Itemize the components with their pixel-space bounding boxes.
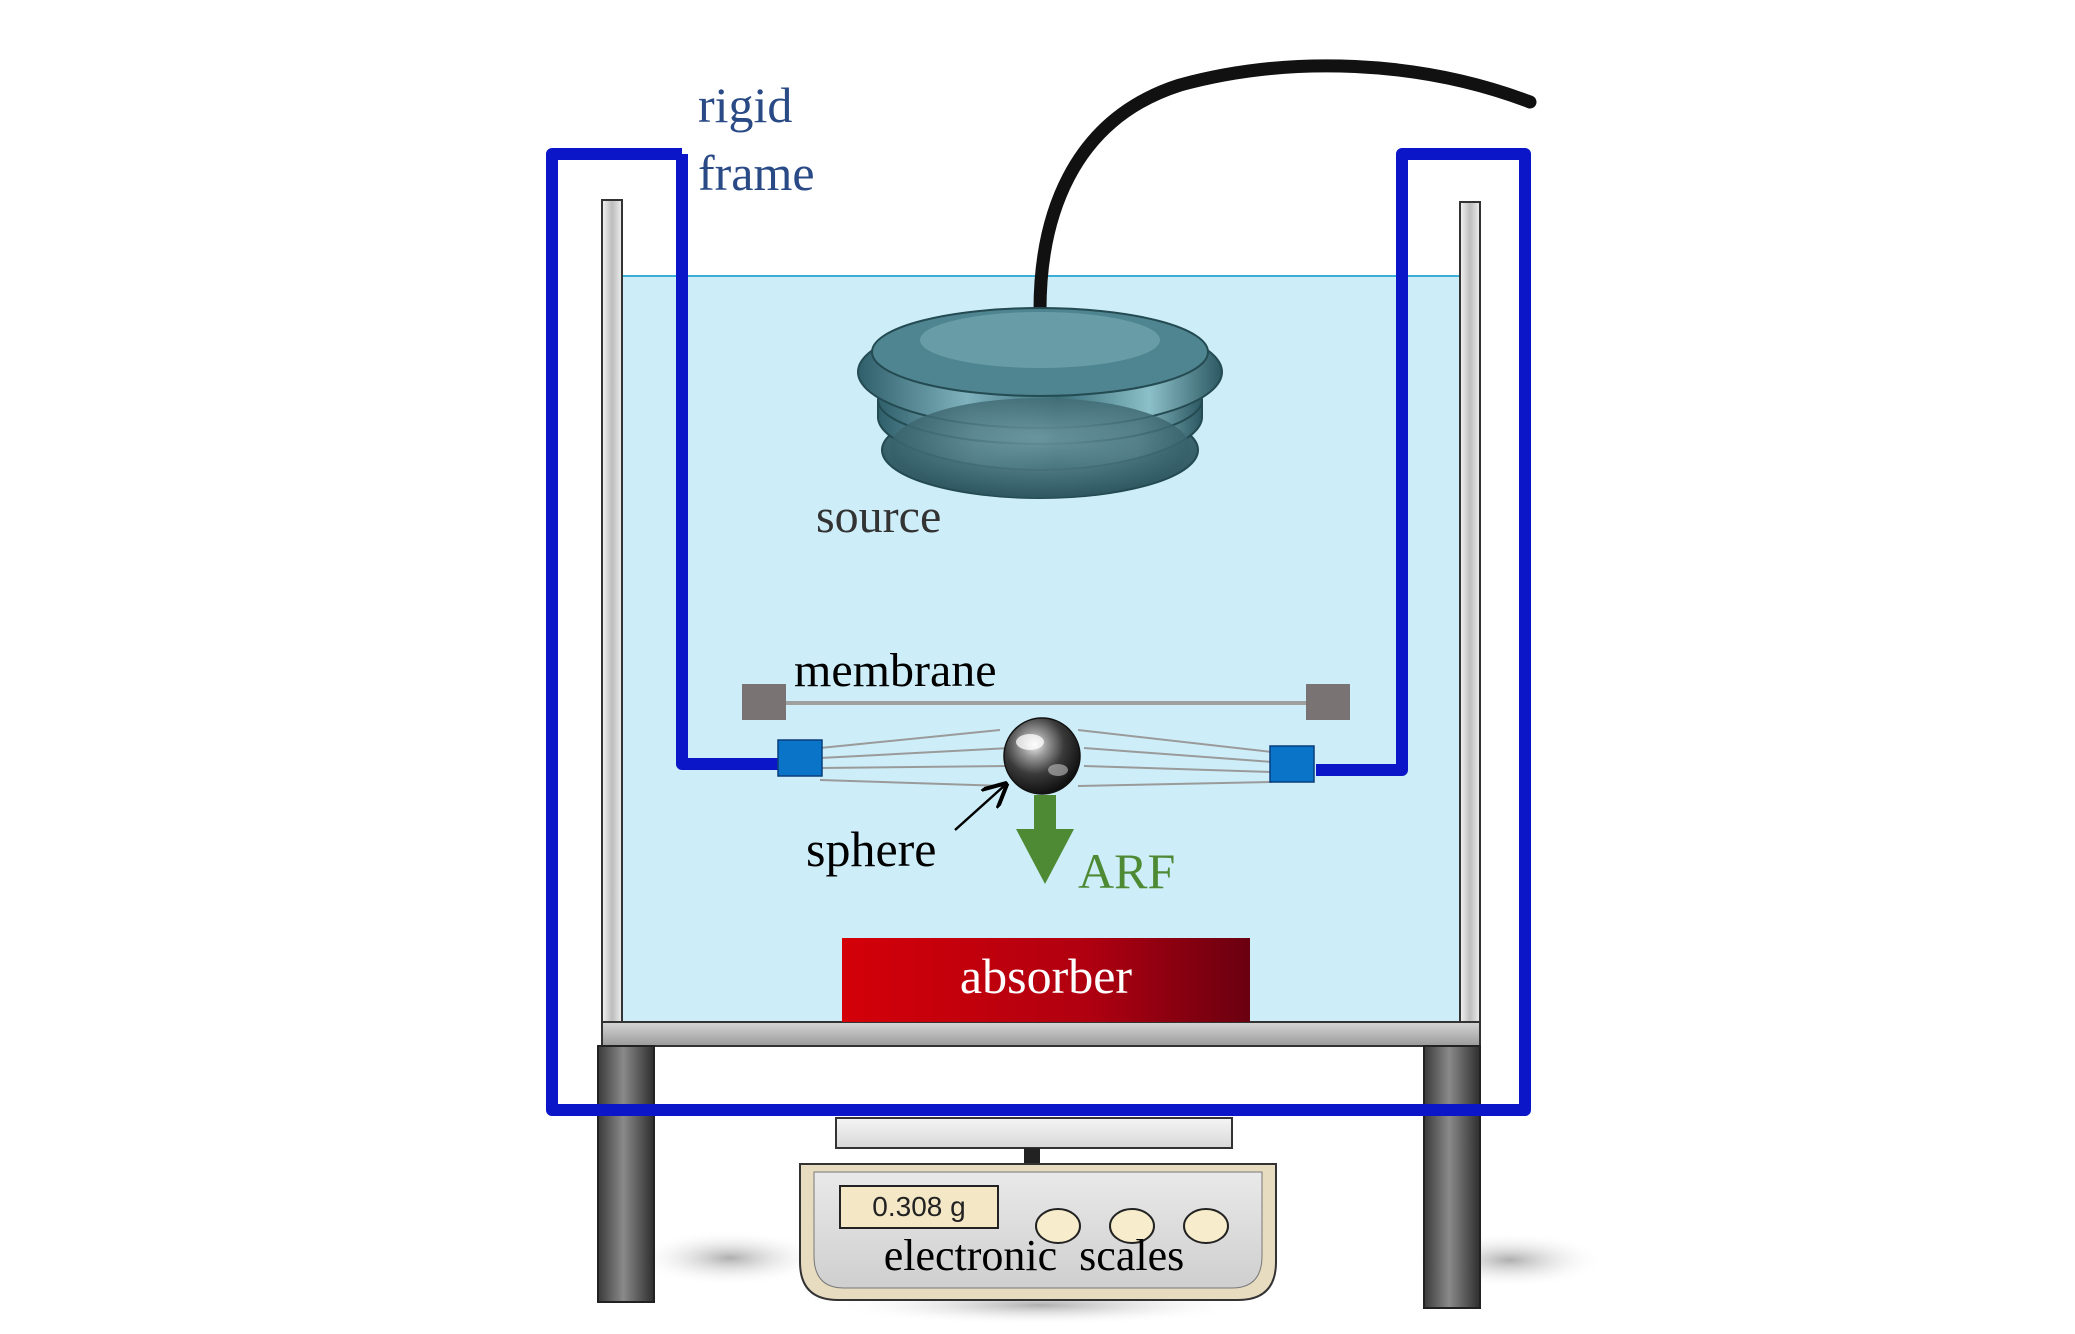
label-absorber: absorber [960,948,1132,1004]
tank-right-wall [1459,201,1481,1029]
rigid-frame [546,148,1531,1116]
label-membrane: membrane [794,644,997,697]
scale-button-1 [1035,1208,1081,1244]
steel-sphere-icon [1003,717,1081,795]
scale-display [839,1185,999,1229]
clamp-right [1269,745,1315,783]
arf-arrow [1016,795,1074,884]
label-frame: frame [698,145,815,201]
tank-left-wall [601,199,623,1029]
scale-pan [835,1117,1233,1149]
right-leg [1423,1045,1481,1309]
cable [1033,59,1537,317]
scale-button-2 [1109,1208,1155,1244]
label-sphere: sphere [806,821,937,877]
membrane-holder-left [742,684,786,720]
membrane-holder-right [1306,684,1350,720]
clamp-left [777,739,823,777]
left-leg [597,1045,655,1303]
scale-reading: 0.308 g [872,1191,965,1222]
absorber-block [842,938,1250,1022]
source-transducer [857,307,1223,499]
membrane-assembly [742,684,1350,720]
tank-bottom [601,1021,1481,1047]
label-arf: ARF [1078,843,1175,899]
label-source: source [816,490,941,543]
electronic-scale-icon [799,1117,1277,1301]
suspension-threads [819,729,1273,787]
label-rigid: rigid [698,77,792,133]
sphere-pointer-arrow [954,786,1004,831]
label-electronic-scales: electronic scales [884,1231,1185,1280]
scale-button-3 [1183,1208,1229,1244]
